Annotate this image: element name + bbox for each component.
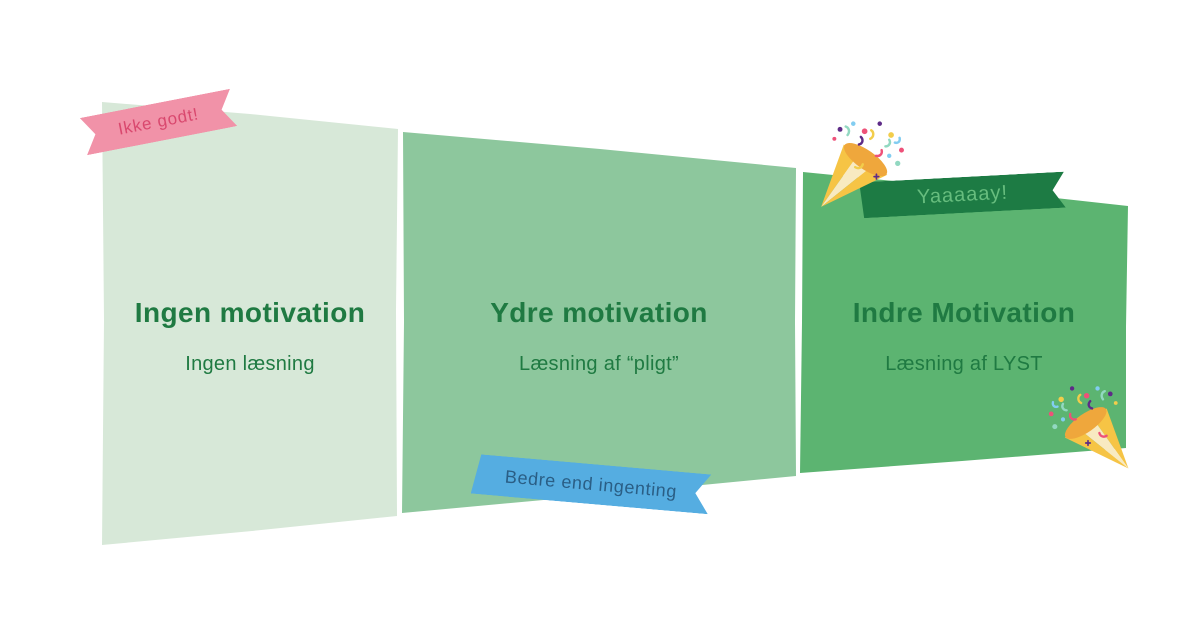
panel-title: Ingen motivation — [134, 296, 366, 328]
panel-indre-motivation: Indre Motivation Læsning af LYST — [800, 172, 1128, 473]
party-popper-icon — [1048, 386, 1129, 469]
panel-subtitle: Læsning af “pligt” — [519, 352, 679, 375]
panel-text-block: Ydre motivation Læsning af “pligt” — [490, 296, 708, 376]
panel-subtitle: Ingen læsning — [185, 352, 315, 375]
panel-subtitle: Læsning af LYST — [885, 352, 1043, 375]
panel-text-block: Indre Motivation Læsning af LYST — [853, 296, 1076, 376]
ribbon-label: Yaaaaay! — [916, 181, 1009, 208]
panel-title: Indre Motivation — [852, 296, 1076, 328]
panel-ingen-motivation: Ingen motivation Ingen læsning — [102, 102, 398, 545]
ribbon-label: Ikke godt! — [116, 104, 201, 139]
ribbon-label: Bedre end ingenting — [504, 466, 678, 501]
panel-title: Ydre motivation — [490, 296, 708, 328]
panel-text-block: Ingen motivation Ingen læsning — [135, 296, 365, 376]
panel-ydre-motivation: Ydre motivation Læsning af “pligt” — [402, 132, 796, 513]
party-popper-icon — [821, 121, 904, 207]
